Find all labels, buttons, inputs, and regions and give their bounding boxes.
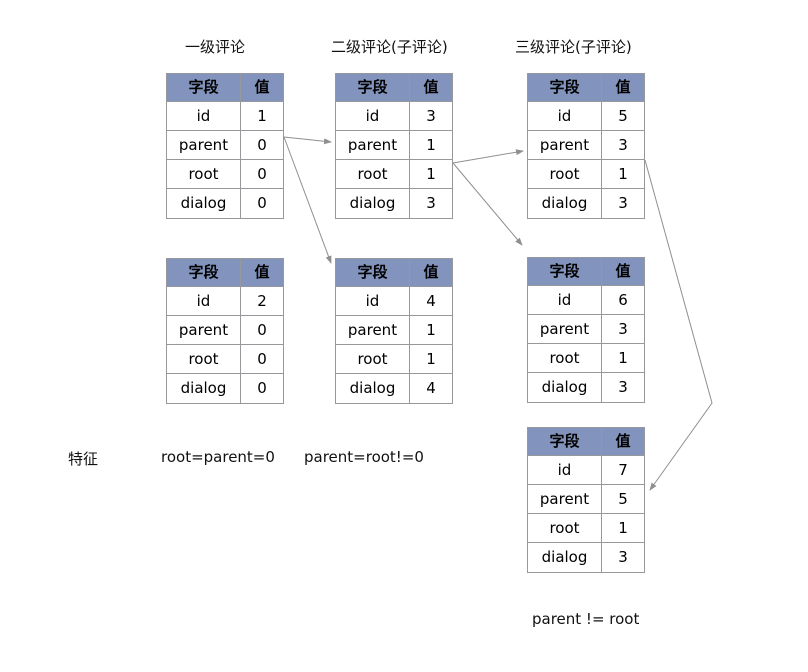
value-column-header: 值 (241, 74, 283, 102)
column-title-level2: 二级评论(子评论) (331, 38, 448, 56)
feature-rule-level2: parent=root!=0 (304, 448, 424, 466)
field-value-cell: 3 (602, 189, 644, 218)
field-name-cell: root (528, 514, 602, 543)
field-name-cell: parent (336, 316, 410, 345)
field-name-cell: root (528, 344, 602, 373)
field-name-cell: id (336, 102, 410, 131)
field-value-cell: 3 (410, 102, 452, 131)
field-name-cell: root (167, 160, 241, 189)
value-column-header: 值 (410, 259, 452, 287)
value-column-header: 值 (602, 74, 644, 102)
field-name-cell: dialog (167, 374, 241, 403)
field-value-cell: 0 (241, 131, 283, 160)
field-name-cell: parent (528, 485, 602, 514)
field-value-cell: 3 (602, 543, 644, 572)
field-value-cell: 3 (602, 315, 644, 344)
arrow-comment3-to-comment5 (452, 149, 524, 164)
field-name-cell: dialog (528, 189, 602, 218)
field-value-cell: 1 (410, 160, 452, 189)
field-value-cell: 6 (602, 286, 644, 315)
field-name-cell: id (528, 102, 602, 131)
field-value-cell: 1 (241, 102, 283, 131)
arrow-comment1-to-comment4 (283, 136, 332, 264)
field-column-header: 字段 (336, 259, 410, 287)
feature-label: 特征 (68, 450, 99, 468)
field-name-cell: parent (336, 131, 410, 160)
field-name-cell: parent (167, 131, 241, 160)
field-name-cell: dialog (528, 543, 602, 572)
field-name-cell: root (167, 345, 241, 374)
column-title-level3: 三级评论(子评论) (515, 38, 632, 56)
field-name-cell: id (167, 102, 241, 131)
value-column-header: 值 (602, 428, 644, 456)
field-value-cell: 0 (241, 345, 283, 374)
field-value-cell: 5 (602, 102, 644, 131)
field-value-cell: 3 (602, 373, 644, 402)
arrow-comment3-to-comment6 (452, 162, 523, 246)
field-value-cell: 1 (602, 344, 644, 373)
field-value-cell: 1 (410, 345, 452, 374)
field-value-cell: 0 (241, 316, 283, 345)
field-value-cell: 1 (410, 316, 452, 345)
field-name-cell: dialog (528, 373, 602, 402)
field-name-cell: root (528, 160, 602, 189)
field-name-cell: id (336, 287, 410, 316)
field-value-cell: 1 (602, 514, 644, 543)
field-column-header: 字段 (167, 259, 241, 287)
field-name-cell: dialog (336, 189, 410, 218)
field-name-cell: parent (528, 315, 602, 344)
field-column-header: 字段 (336, 74, 410, 102)
field-value-cell: 1 (602, 160, 644, 189)
field-value-cell: 0 (241, 374, 283, 403)
field-value-cell: 0 (241, 189, 283, 218)
field-value-cell: 0 (241, 160, 283, 189)
value-column-header: 值 (241, 259, 283, 287)
field-column-header: 字段 (528, 74, 602, 102)
field-value-cell: 4 (410, 374, 452, 403)
feature-rule-level1: root=parent=0 (161, 448, 275, 466)
field-name-cell: root (336, 160, 410, 189)
field-column-header: 字段 (528, 258, 602, 286)
column-title-level1: 一级评论 (185, 38, 246, 56)
field-name-cell: parent (167, 316, 241, 345)
field-name-cell: dialog (167, 189, 241, 218)
value-column-header: 值 (602, 258, 644, 286)
field-value-cell: 5 (602, 485, 644, 514)
field-value-cell: 2 (241, 287, 283, 316)
feature-rule-level3: parent != root (532, 610, 640, 628)
arrow-comment5-to-comment7 (644, 159, 713, 491)
field-name-cell: id (528, 456, 602, 485)
field-name-cell: root (336, 345, 410, 374)
value-column-header: 值 (410, 74, 452, 102)
field-name-cell: id (167, 287, 241, 316)
field-name-cell: parent (528, 131, 602, 160)
field-column-header: 字段 (528, 428, 602, 456)
field-value-cell: 3 (410, 189, 452, 218)
field-value-cell: 4 (410, 287, 452, 316)
field-value-cell: 1 (410, 131, 452, 160)
field-value-cell: 3 (602, 131, 644, 160)
field-name-cell: dialog (336, 374, 410, 403)
field-name-cell: id (528, 286, 602, 315)
field-value-cell: 7 (602, 456, 644, 485)
field-column-header: 字段 (167, 74, 241, 102)
arrow-comment1-to-comment3 (283, 136, 332, 145)
